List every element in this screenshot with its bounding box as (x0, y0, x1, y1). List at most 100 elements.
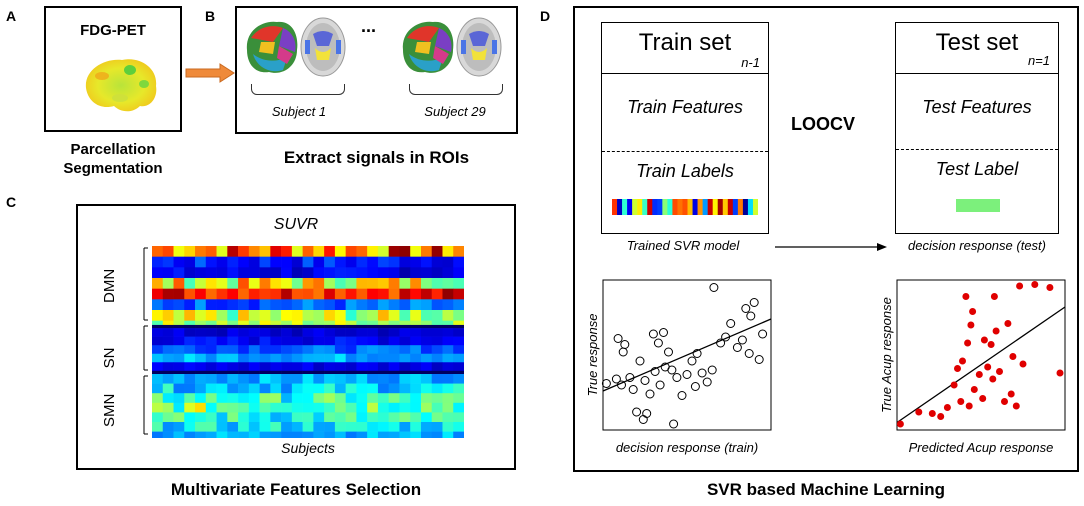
panel-b-caption: Extract signals in ROIs (283, 148, 470, 167)
heatmap-cell (184, 324, 196, 329)
heatmap-cell (281, 288, 293, 300)
heatmap-cell (162, 278, 174, 289)
heatmap-cell (345, 246, 357, 257)
heatmap-cell (238, 328, 250, 337)
heatmap-cell (345, 320, 357, 326)
heatmap-cell (313, 310, 325, 321)
heatmap-cell (195, 278, 207, 289)
heatmap-cell (238, 324, 250, 329)
heatmap-cell (431, 393, 443, 404)
panel-c-caption: Multivariate Features Selection (170, 480, 422, 499)
data-point (989, 375, 997, 383)
heatmap-cell (399, 362, 411, 372)
heatmap-cell (420, 288, 433, 300)
heatmap-cell (173, 370, 185, 375)
data-point (697, 368, 707, 378)
heatmap-cell (162, 288, 174, 300)
heatmap-cell (431, 370, 443, 375)
heatmap-cell (195, 402, 207, 413)
subject-last-label: Subject 29 (424, 104, 486, 119)
data-point (669, 419, 679, 429)
data-point (962, 293, 970, 300)
heatmap-cell (152, 362, 164, 372)
heatmap-cell (248, 256, 260, 268)
heatmap-cell (377, 310, 389, 321)
heatmap-cell (238, 383, 250, 394)
heatmap-cell (399, 336, 411, 346)
heatmap-cell (388, 246, 400, 257)
heatmap-cell (227, 383, 239, 394)
heatmap-cell (152, 320, 164, 326)
heatmap-cell (302, 299, 314, 311)
data-point (754, 355, 764, 364)
y-axis-label: True Acup response (879, 297, 894, 413)
pet-title: FDG-PET (80, 22, 146, 39)
heatmap-cell (216, 431, 228, 438)
heatmap-cell (367, 370, 379, 375)
heatmap-cell (152, 278, 164, 289)
heatmap-cell (270, 278, 282, 289)
heatmap-cell (324, 328, 336, 337)
heatmap-cell (334, 324, 346, 329)
heatmap-cell (420, 336, 433, 346)
heatmap-cell (216, 422, 228, 432)
heatmap-cell (442, 393, 454, 404)
heatmap-cell (162, 362, 174, 372)
heatmap-cell (173, 267, 185, 279)
heatmap-cell (152, 431, 164, 438)
data-point (632, 407, 642, 417)
heatmap-cell (377, 324, 389, 329)
heatmap-cell (259, 336, 271, 346)
heatmap-cell (184, 431, 196, 438)
heatmap-cell (453, 328, 464, 337)
heatmap-cell (356, 362, 368, 372)
heatmap-cell (205, 422, 217, 432)
heatmap-cell (388, 299, 400, 311)
heatmap-cell (270, 412, 282, 423)
network-label-dmn: DMN (101, 268, 118, 303)
heatmap-cell (420, 431, 433, 438)
heatmap-cell (388, 422, 400, 432)
heatmap-cell (334, 353, 346, 363)
heatmap-cell (442, 353, 454, 363)
heatmap-cell (173, 328, 185, 337)
heatmap-title: SUVR (273, 216, 319, 233)
heatmap-cell (216, 402, 228, 413)
heatmap-cell (313, 422, 325, 432)
heatmap-cell (313, 278, 325, 289)
heatmap-cell (388, 324, 400, 329)
heatmap-cell (410, 393, 422, 404)
test-set-box: Test set n=1 Test Features Test Label (895, 22, 1059, 234)
heatmap-cell (367, 328, 379, 337)
heatmap-cell (388, 256, 400, 268)
heatmap-cell (313, 324, 325, 329)
heatmap-cell (302, 422, 314, 432)
data-point (721, 332, 731, 342)
data-point (1012, 402, 1020, 410)
heatmap-cell (152, 402, 164, 413)
heatmap-cell (195, 256, 207, 268)
heatmap-cell (367, 256, 379, 268)
data-point (1007, 390, 1015, 398)
x-axis-label: Predicted Acup response (909, 440, 1054, 455)
heatmap-cell (345, 353, 357, 363)
heatmap-cell (184, 370, 196, 375)
heatmap-cell (388, 278, 400, 289)
heatmap-cell (453, 353, 464, 363)
heatmap-cell (291, 393, 303, 404)
heatmap-cell (334, 299, 346, 311)
heatmap-cell (227, 402, 239, 413)
scatter-test: Predicted Acup response True Acup respons… (879, 279, 1066, 455)
data-point (653, 338, 663, 348)
heatmap-cell (313, 336, 325, 346)
heatmap-cell (313, 402, 325, 413)
heatmap-cell (410, 431, 422, 438)
trained-model-label: Trained SVR model (626, 238, 740, 253)
heatmap-cell (431, 246, 443, 257)
heatmap-cell (195, 345, 207, 355)
heatmap-cell (248, 246, 260, 257)
data-point (943, 404, 951, 411)
heatmap-cell (291, 310, 303, 321)
heatmap-cell (367, 374, 379, 384)
heatmap-cell (356, 383, 368, 394)
